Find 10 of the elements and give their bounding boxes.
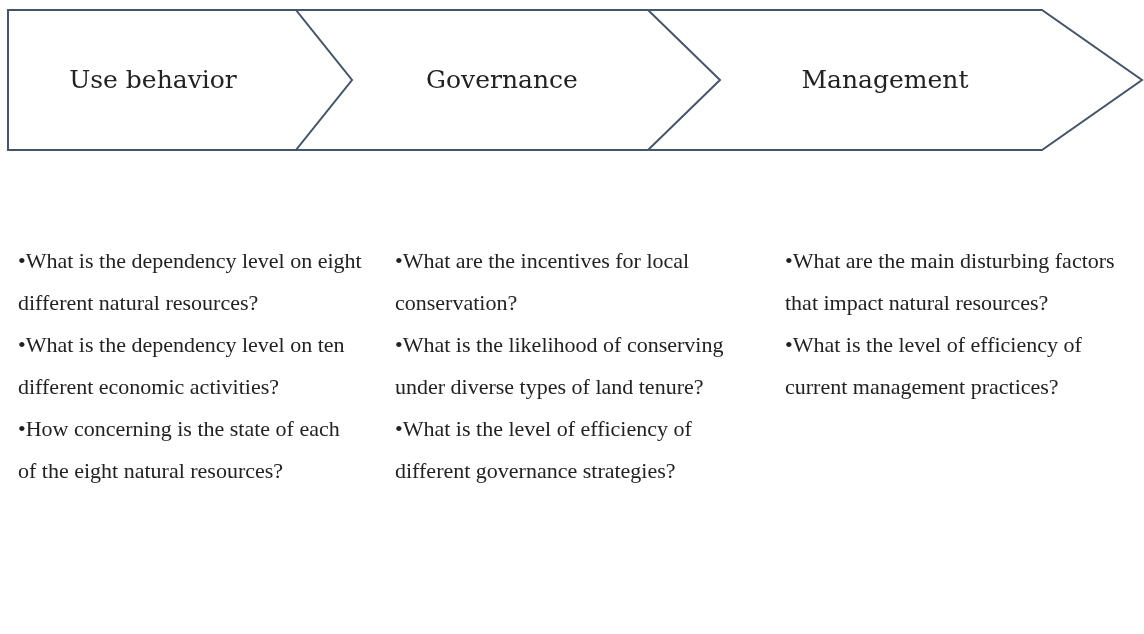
question-text: •What are the main disturbing factors that impact natural resources? xyxy=(785,247,1116,317)
question-text: •What is the likelihood of conserving under diverse types of land tenure? xyxy=(395,331,725,401)
question-text: •How concerning is the state of each of the eight natural resources? xyxy=(18,415,341,485)
stage-title: Management xyxy=(801,63,969,96)
question-text: •What is the dependency level on ten different economic activities? xyxy=(18,331,346,401)
question-text: •What is the level of efficiency of current management practices? xyxy=(785,331,1083,401)
question-text: •What is the level of efficiency of different governance strategies? xyxy=(395,415,693,485)
question-text: •What are the incentives for local conservation? xyxy=(395,247,691,317)
stage-title: Governance xyxy=(426,63,578,96)
question-text: •What is the dependency level on eight different natural resources? xyxy=(18,247,363,317)
